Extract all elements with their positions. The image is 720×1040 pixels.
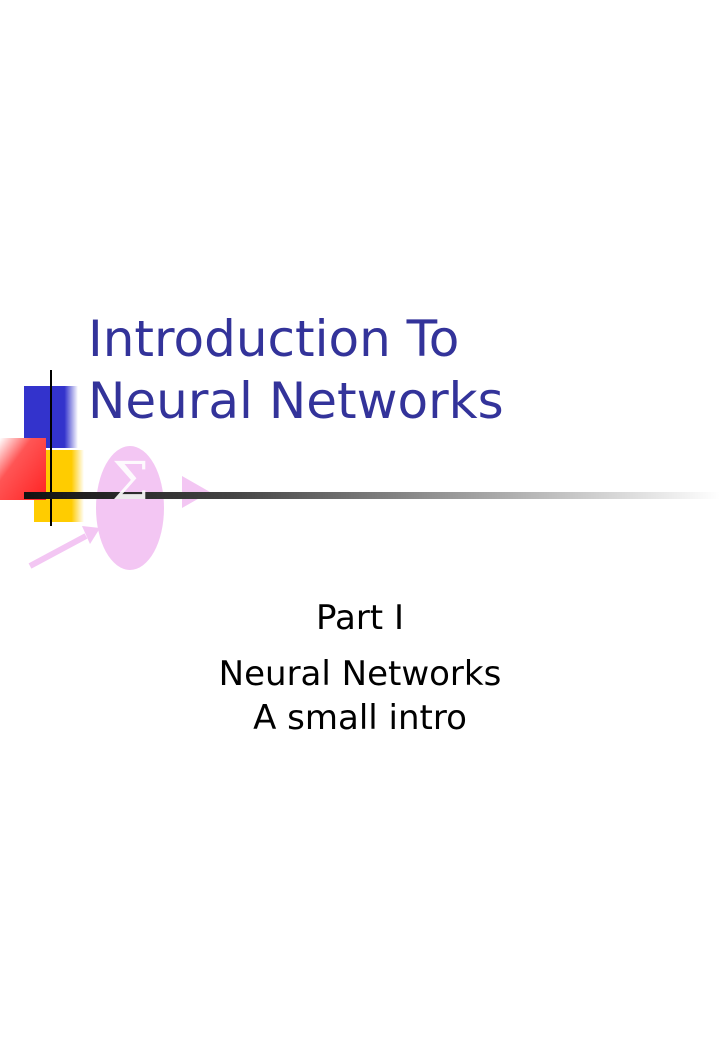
horizontal-rule <box>24 492 720 499</box>
vertical-rule <box>50 370 52 526</box>
subtitle-line-2: A small intro <box>253 698 467 738</box>
subtitle-part: Part I <box>316 598 404 638</box>
neuron-input-arrow <box>28 533 88 569</box>
red-square <box>0 438 46 500</box>
neuron-body <box>96 446 164 570</box>
sigma-symbol: Σ <box>112 452 149 512</box>
title-line-1: Introduction To <box>88 310 460 368</box>
slide-title: Introduction To Neural Networks <box>88 308 688 432</box>
subtitle-line-1: Neural Networks <box>218 654 502 694</box>
slide-subtitle: Part I Neural Networks A small intro <box>150 596 570 740</box>
title-line-2: Neural Networks <box>88 372 504 430</box>
neuron-logo-icon <box>0 370 720 570</box>
